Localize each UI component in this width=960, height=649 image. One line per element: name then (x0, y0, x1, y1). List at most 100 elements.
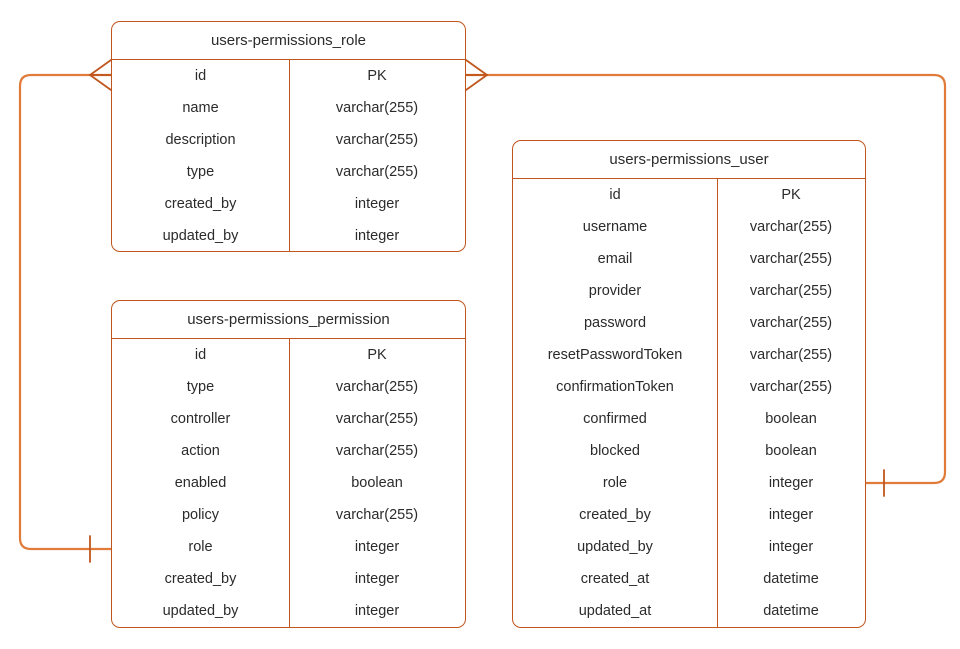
field-row[interactable]: updated_by integer (112, 595, 465, 627)
field-name: created_at (580, 571, 650, 587)
field-name: role (188, 539, 213, 555)
field-row[interactable]: id PK (513, 179, 865, 211)
field-type: varchar(255) (335, 100, 419, 116)
field-row[interactable]: username varchar(255) (513, 211, 865, 243)
field-name: enabled (174, 475, 227, 491)
field-type: integer (354, 196, 400, 212)
field-row[interactable]: role integer (112, 531, 465, 563)
field-name: created_by (579, 507, 651, 523)
field-type: PK (781, 187, 801, 203)
field-name: updated_by (162, 603, 239, 619)
entity-body-user: id PK username varchar(255) email varchar(255… (513, 179, 865, 627)
field-name: username (582, 219, 648, 235)
entity-body-permission: id PK type varchar(255) controller varchar(25… (112, 339, 465, 627)
entity-role[interactable]: users-permissions_role id PK name varchar(2… (111, 21, 466, 252)
field-rows-role: id PK name varchar(255) description varchar(2… (112, 60, 465, 251)
column-divider (289, 60, 290, 251)
field-name: blocked (590, 443, 640, 459)
field-row[interactable]: type varchar(255) (112, 371, 465, 403)
entity-title-user: users-permissions_user (513, 141, 865, 179)
field-name: description (165, 132, 236, 148)
field-row[interactable]: password varchar(255) (513, 307, 865, 339)
field-name: confirmationToken (556, 379, 674, 395)
field-type: varchar(255) (749, 283, 833, 299)
field-type: varchar(255) (335, 443, 419, 459)
field-row[interactable]: action varchar(255) (112, 435, 465, 467)
field-name: controller (170, 411, 231, 427)
entity-permission[interactable]: users-permissions_permission id PK type var… (111, 300, 466, 628)
connector-role-permission (18, 73, 111, 551)
field-row[interactable]: policy varchar(255) (112, 499, 465, 531)
field-row[interactable]: confirmationToken varchar(255) (513, 371, 865, 403)
field-row[interactable]: name varchar(255) (112, 92, 465, 124)
field-row[interactable]: created_by integer (112, 563, 465, 595)
field-row[interactable]: created_by integer (112, 188, 465, 220)
field-row[interactable]: description varchar(255) (112, 124, 465, 156)
field-name: action (181, 443, 220, 459)
field-name: confirmed (583, 411, 647, 427)
field-name: type (186, 379, 215, 395)
field-row[interactable]: created_at datetime (513, 563, 865, 595)
field-type: varchar(255) (335, 164, 419, 180)
field-type: PK (367, 68, 387, 84)
entity-title-role: users-permissions_role (112, 22, 465, 60)
field-name: email (597, 251, 633, 267)
field-type: varchar(255) (335, 132, 419, 148)
field-name: id (609, 187, 621, 203)
field-row[interactable]: email varchar(255) (513, 243, 865, 275)
field-name: provider (588, 283, 642, 299)
field-name: name (182, 100, 219, 116)
field-row[interactable]: controller varchar(255) (112, 403, 465, 435)
entity-user[interactable]: users-permissions_user id PK username varch… (512, 140, 866, 628)
field-type: integer (354, 539, 400, 555)
entity-title-permission: users-permissions_permission (112, 301, 465, 339)
field-type: integer (354, 603, 400, 619)
field-name: id (194, 68, 207, 84)
field-name: updated_by (162, 228, 239, 244)
field-type: datetime (763, 571, 819, 587)
field-type: boolean (351, 475, 403, 491)
field-type: varchar(255) (335, 411, 419, 427)
field-row[interactable]: created_by integer (513, 499, 865, 531)
field-name: policy (181, 507, 220, 523)
field-rows-user: id PK username varchar(255) email varchar(255… (513, 179, 865, 627)
crowfoot-role-right-icon (465, 59, 489, 91)
field-type: boolean (765, 443, 817, 459)
column-divider (289, 339, 290, 627)
field-type: integer (768, 539, 814, 555)
field-row[interactable]: id PK (112, 339, 465, 371)
column-divider (717, 179, 718, 627)
field-name: type (186, 164, 215, 180)
field-type: varchar(255) (749, 251, 833, 267)
field-type: varchar(255) (335, 507, 419, 523)
field-row[interactable]: confirmed boolean (513, 403, 865, 435)
field-row[interactable]: provider varchar(255) (513, 275, 865, 307)
field-type: PK (367, 347, 387, 363)
field-name: id (194, 347, 207, 363)
field-type: varchar(255) (749, 219, 833, 235)
field-type: integer (354, 571, 400, 587)
field-name: role (602, 475, 628, 491)
field-name: password (583, 315, 647, 331)
field-type: integer (354, 228, 400, 244)
field-name: created_by (164, 571, 237, 587)
field-type: varchar(255) (749, 347, 833, 363)
field-row[interactable]: id PK (112, 60, 465, 92)
field-type: varchar(255) (335, 379, 419, 395)
field-name: created_by (164, 196, 237, 212)
field-row[interactable]: blocked boolean (513, 435, 865, 467)
field-row[interactable]: enabled boolean (112, 467, 465, 499)
crowfoot-role-left-icon (88, 59, 112, 91)
field-row[interactable]: resetPasswordToken varchar(255) (513, 339, 865, 371)
field-type: boolean (765, 411, 817, 427)
field-type: integer (768, 507, 814, 523)
field-type: varchar(255) (749, 315, 833, 331)
field-row[interactable]: type varchar(255) (112, 156, 465, 188)
field-type: varchar(255) (749, 379, 833, 395)
field-name: resetPasswordToken (547, 347, 683, 363)
field-row[interactable]: updated_by integer (112, 220, 465, 251)
